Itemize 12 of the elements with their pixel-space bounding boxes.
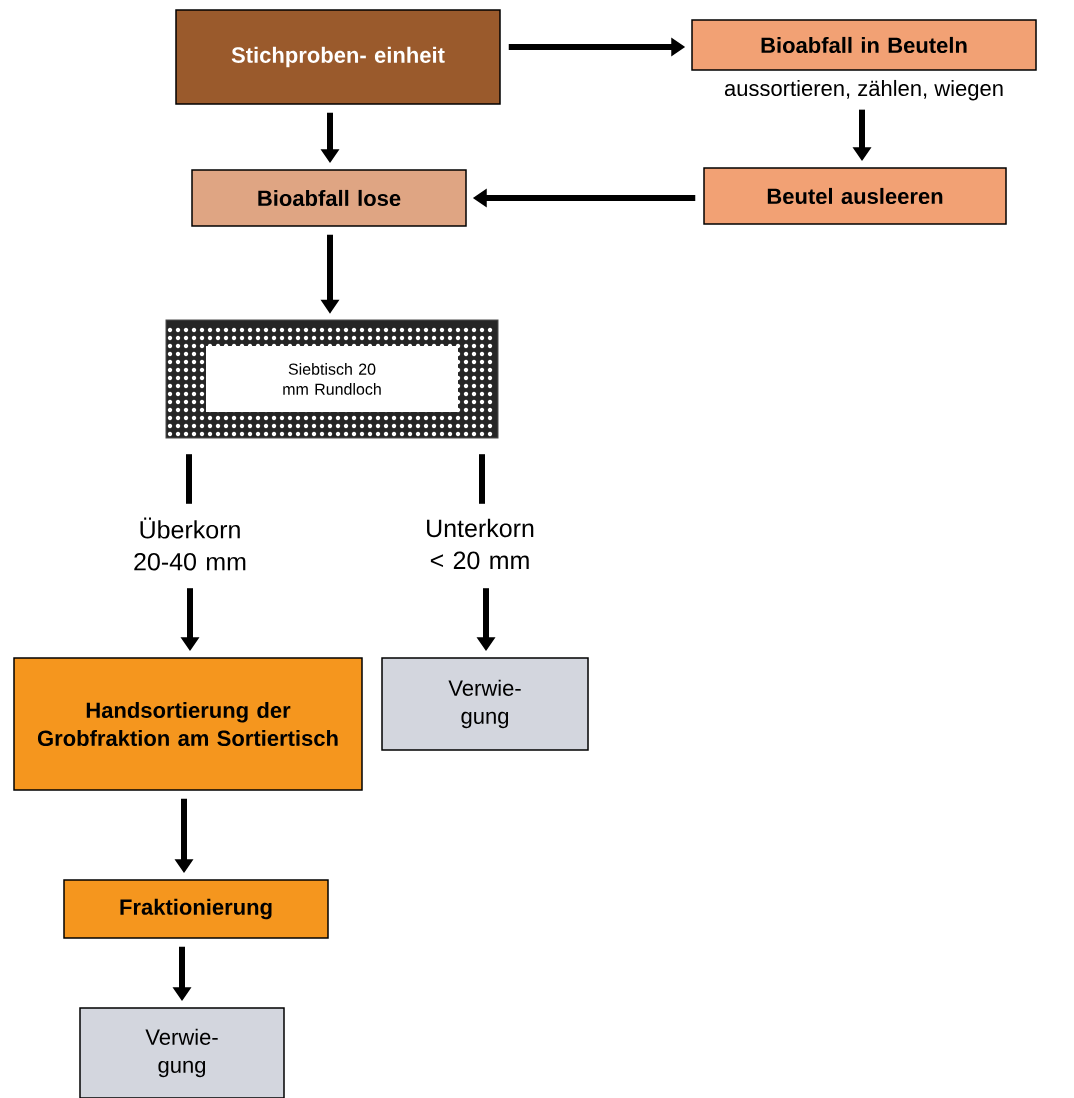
- process-box: Bioabfall in Beuteln: [691, 19, 1037, 71]
- result-box: Verwie- gung: [381, 657, 589, 751]
- result-box: Verwie- gung: [79, 1007, 285, 1098]
- fraction-label: Überkorn 20-40 mm: [134, 517, 246, 571]
- process-box: Bioabfall lose: [191, 169, 467, 227]
- process-box: Handsortierung der Grobfraktion am Sortiertisch: [13, 657, 363, 791]
- process-box: Beutel ausleeren: [703, 167, 1007, 225]
- step-note: aussortieren, zählen, wiegen: [724, 79, 1003, 101]
- sieve-table-box: Siebtisch 20 mm Rundloch: [165, 319, 499, 439]
- process-box: Fraktionierung: [63, 879, 329, 939]
- fraction-label: Unterkorn < 20 mm: [427, 518, 534, 570]
- process-box: Stichproben- einheit: [175, 9, 501, 105]
